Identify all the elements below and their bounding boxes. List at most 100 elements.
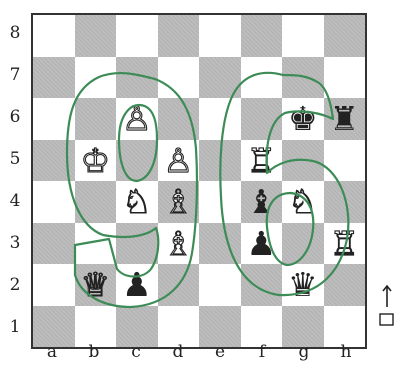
square-a6[interactable]	[33, 98, 75, 140]
file-label-a: a	[42, 344, 62, 361]
square-h3[interactable]: ♖	[324, 223, 366, 265]
square-g1[interactable]	[282, 306, 324, 348]
square-b2[interactable]: ♕	[75, 264, 117, 306]
black-rook[interactable]: ♜	[329, 102, 359, 135]
square-c5[interactable]	[116, 140, 158, 182]
white-knight[interactable]: ♘	[288, 185, 318, 218]
square-b3[interactable]	[75, 223, 117, 265]
white-to-move-indicator	[378, 283, 396, 327]
white-bishop[interactable]: ♗	[163, 185, 193, 218]
square-d1[interactable]	[158, 306, 200, 348]
rank-label-3: 3	[6, 235, 24, 252]
square-d2[interactable]	[158, 264, 200, 306]
square-f4[interactable]: ♝	[241, 181, 283, 223]
square-g3[interactable]	[282, 223, 324, 265]
square-b5[interactable]: ♔	[75, 140, 117, 182]
square-d5[interactable]: ♙	[158, 140, 200, 182]
square-h6[interactable]: ♜	[324, 98, 366, 140]
square-h1[interactable]	[324, 306, 366, 348]
square-d6[interactable]	[158, 98, 200, 140]
file-label-b: b	[84, 344, 104, 361]
white-pawn[interactable]: ♙	[122, 102, 152, 135]
square-b1[interactable]	[75, 306, 117, 348]
square-a2[interactable]	[33, 264, 75, 306]
square-e5[interactable]	[199, 140, 241, 182]
square-f7[interactable]	[241, 57, 283, 99]
file-label-e: e	[210, 344, 230, 361]
square-b4[interactable]	[75, 181, 117, 223]
square-e2[interactable]	[199, 264, 241, 306]
square-c7[interactable]	[116, 57, 158, 99]
square-h8[interactable]	[324, 15, 366, 57]
square-d7[interactable]	[158, 57, 200, 99]
square-h2[interactable]	[324, 264, 366, 306]
square-a1[interactable]	[33, 306, 75, 348]
square-e6[interactable]	[199, 98, 241, 140]
rank-label-7: 7	[6, 67, 24, 84]
square-h7[interactable]	[324, 57, 366, 99]
rank-label-2: 2	[6, 277, 24, 294]
square-f8[interactable]	[241, 15, 283, 57]
square-c4[interactable]: ♘	[116, 181, 158, 223]
square-e4[interactable]	[199, 181, 241, 223]
square-c1[interactable]	[116, 306, 158, 348]
black-pawn[interactable]: ♟	[246, 227, 276, 260]
square-a5[interactable]	[33, 140, 75, 182]
square-d3[interactable]: ♗	[158, 223, 200, 265]
rank-label-4: 4	[6, 193, 24, 210]
square-b7[interactable]	[75, 57, 117, 99]
white-rook[interactable]: ♖	[329, 227, 359, 260]
square-h4[interactable]	[324, 181, 366, 223]
square-e8[interactable]	[199, 15, 241, 57]
square-b6[interactable]	[75, 98, 117, 140]
square-g7[interactable]	[282, 57, 324, 99]
square-e7[interactable]	[199, 57, 241, 99]
square-a7[interactable]	[33, 57, 75, 99]
square-d4[interactable]: ♗	[158, 181, 200, 223]
square-h5[interactable]	[324, 140, 366, 182]
square-f3[interactable]: ♟	[241, 223, 283, 265]
square-g8[interactable]	[282, 15, 324, 57]
square-f2[interactable]	[241, 264, 283, 306]
square-a3[interactable]	[33, 223, 75, 265]
white-square-icon	[380, 314, 393, 325]
up-arrow-icon	[383, 286, 391, 307]
square-c6[interactable]: ♙	[116, 98, 158, 140]
file-label-c: c	[126, 344, 146, 361]
square-d8[interactable]	[158, 15, 200, 57]
chess-board: ♙ ♚ ♜ ♔ ♙ ♖ ♘ ♗ ♝ ♘ ♗ ♟ ♖ ♕ ♟ ♛	[31, 13, 367, 349]
rank-label-8: 8	[6, 25, 24, 42]
square-e1[interactable]	[199, 306, 241, 348]
square-g4[interactable]: ♘	[282, 181, 324, 223]
file-label-d: d	[168, 344, 188, 361]
rank-label-5: 5	[6, 151, 24, 168]
square-f6[interactable]	[241, 98, 283, 140]
square-c3[interactable]	[116, 223, 158, 265]
white-rook[interactable]: ♖	[246, 144, 276, 177]
file-label-h: h	[336, 344, 356, 361]
square-a8[interactable]	[33, 15, 75, 57]
rank-label-1: 1	[6, 319, 24, 336]
white-knight[interactable]: ♘	[122, 185, 152, 218]
file-label-f: f	[252, 344, 272, 361]
square-f5[interactable]: ♖	[241, 140, 283, 182]
square-g5[interactable]	[282, 140, 324, 182]
black-king[interactable]: ♚	[288, 102, 318, 135]
white-bishop[interactable]: ♗	[163, 227, 193, 260]
square-g6[interactable]: ♚	[282, 98, 324, 140]
black-bishop[interactable]: ♝	[246, 185, 276, 218]
square-e3[interactable]	[199, 223, 241, 265]
square-g2[interactable]: ♛	[282, 264, 324, 306]
square-c2[interactable]: ♟	[116, 264, 158, 306]
white-king[interactable]: ♔	[80, 144, 110, 177]
black-queen[interactable]: ♛	[288, 268, 318, 301]
square-f1[interactable]	[241, 306, 283, 348]
chess-diagram: ♙ ♚ ♜ ♔ ♙ ♖ ♘ ♗ ♝ ♘ ♗ ♟ ♖ ♕ ♟ ♛	[31, 13, 367, 349]
white-queen[interactable]: ♕	[80, 268, 110, 301]
square-c8[interactable]	[116, 15, 158, 57]
white-pawn[interactable]: ♙	[163, 144, 193, 177]
square-a4[interactable]	[33, 181, 75, 223]
black-pawn[interactable]: ♟	[122, 268, 152, 301]
square-b8[interactable]	[75, 15, 117, 57]
rank-label-6: 6	[6, 109, 24, 126]
